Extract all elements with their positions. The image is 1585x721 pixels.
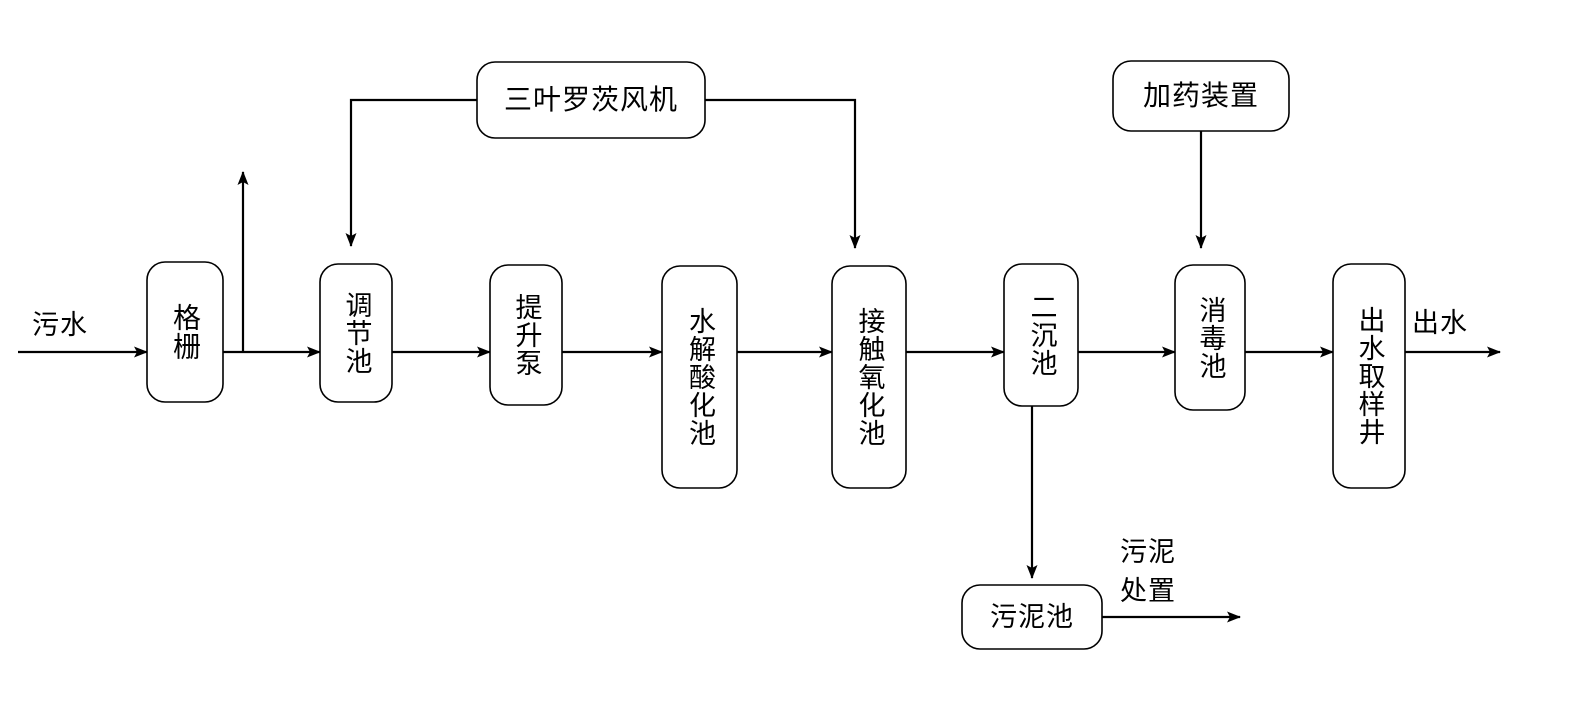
sludge-disposal-label-line1: 污泥	[1120, 537, 1176, 568]
node-label-contact-oxidation: 接触氧化池	[853, 307, 885, 447]
node-label-dosing-device: 加药装置	[1142, 79, 1259, 112]
node-roots-blower[interactable]	[476, 61, 706, 139]
edge-layer	[18, 98, 1501, 623]
node-hydrolysis-tank[interactable]	[661, 265, 738, 489]
node-label-roots-blower: 三叶罗茨风机	[503, 83, 678, 116]
node-dosing-device[interactable]	[1112, 60, 1290, 132]
node-label-lift-pump: 提升泵	[510, 293, 542, 377]
node-sludge-tank[interactable]	[961, 584, 1103, 650]
node-label-regulating-tank: 调节池	[340, 291, 372, 375]
node-grating[interactable]	[146, 261, 224, 403]
node-layer	[146, 60, 1406, 650]
node-lift-pump[interactable]	[489, 264, 563, 406]
node-disinfection-tank[interactable]	[1174, 264, 1246, 411]
node-contact-oxidation[interactable]	[831, 265, 907, 489]
node-label-sludge-tank: 污泥池	[990, 601, 1074, 633]
node-sampling-well[interactable]	[1332, 263, 1406, 489]
sludge-disposal-label-line2: 处置	[1120, 576, 1176, 607]
edge-blower-to-contact	[705, 98, 861, 249]
node-secondary-tank[interactable]	[1003, 263, 1079, 407]
node-label-disinfection-tank: 消毒池	[1194, 295, 1226, 380]
node-label-secondary-tank: 二沉池	[1025, 293, 1057, 377]
node-label-sampling-well: 出水取样井	[1353, 306, 1385, 446]
edge-blower-to-regulating	[345, 98, 477, 247]
node-regulating-tank[interactable]	[319, 263, 393, 403]
outlet-label: 出水	[1412, 308, 1468, 339]
inlet-label: 污水	[32, 310, 88, 341]
node-label-grating: 格栅	[169, 303, 202, 361]
node-label-hydrolysis-tank: 水解酸化池	[684, 307, 715, 447]
